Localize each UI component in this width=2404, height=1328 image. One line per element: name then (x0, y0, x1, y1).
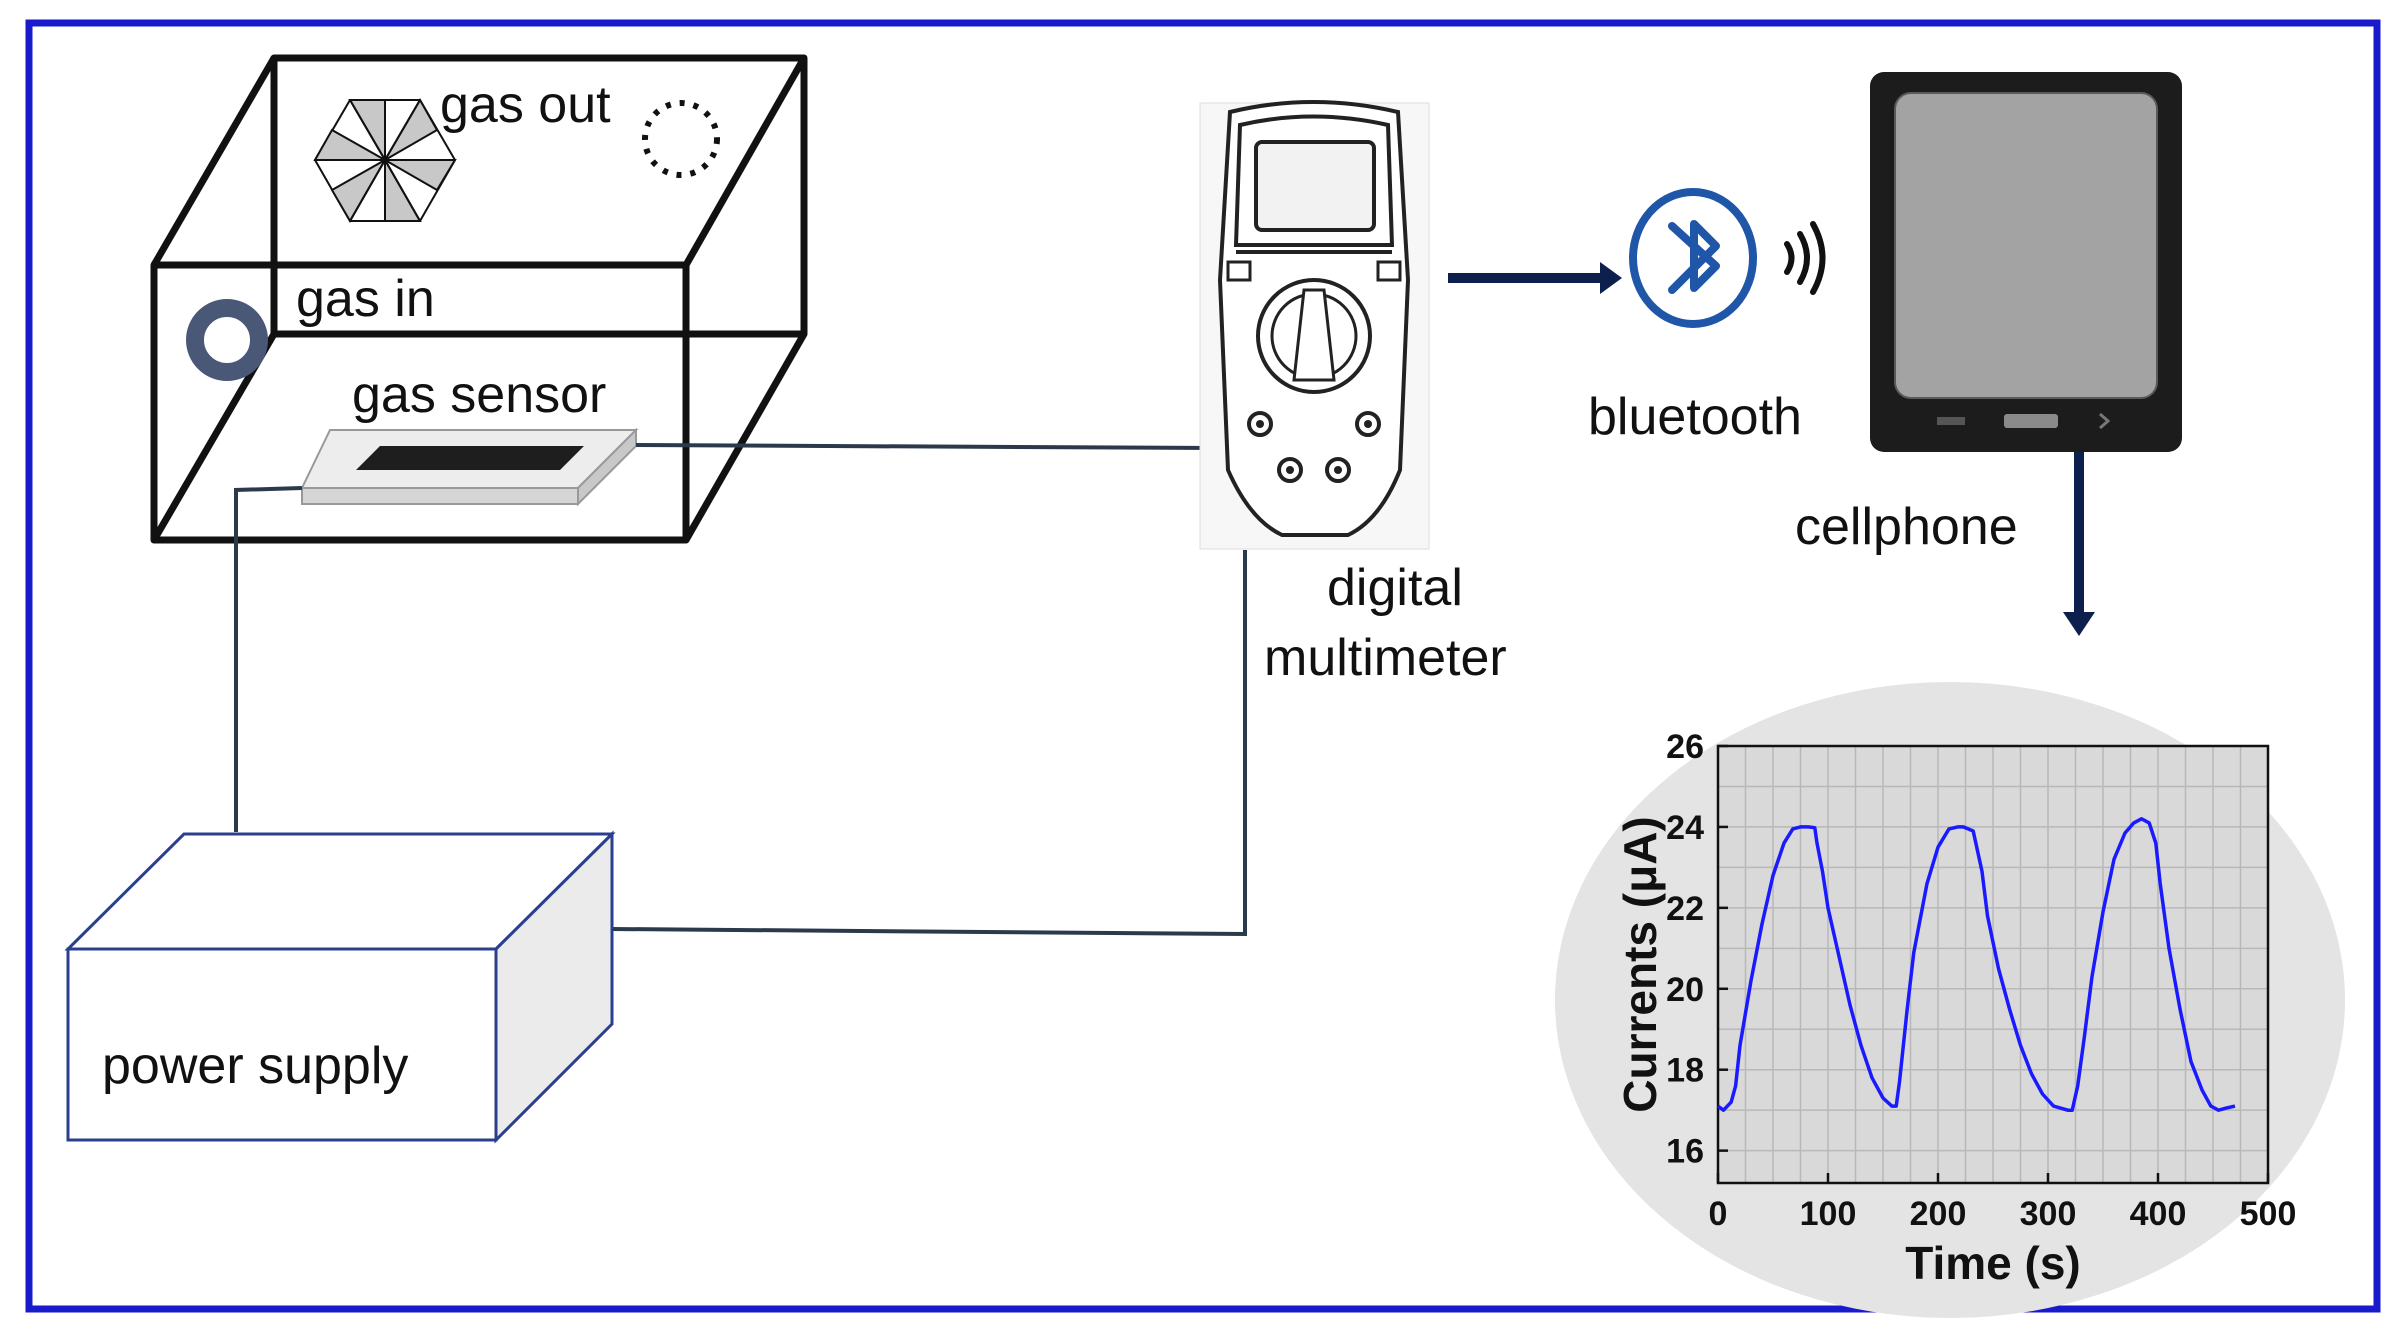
wire-sensor-psu (234, 486, 303, 832)
cellphone-icon (1870, 72, 2182, 452)
chart-y-tick-label: 22 (1666, 890, 1704, 928)
multimeter-icon (1199, 100, 1430, 550)
sensor-film (356, 446, 584, 470)
arrow-to-chart (2063, 452, 2095, 636)
chart-series-line (1716, 817, 2236, 1112)
gas-in-port (186, 299, 268, 381)
chamber-edge-tr (682, 56, 808, 267)
wires (234, 443, 1247, 937)
chart-x-tick-label: 100 (1800, 1195, 1857, 1233)
chart-x-tick-label: 500 (2240, 1195, 2297, 1233)
chart-x-axis-label: Time (s) (1905, 1237, 2081, 1289)
bluetooth-icon (1629, 188, 1757, 328)
chamber-edge-br (682, 332, 808, 542)
gas-sensor-label: gas sensor (352, 366, 606, 424)
gas-in-label: gas in (296, 270, 435, 328)
cellphone-label: cellphone (1795, 498, 2018, 556)
chart-x-tick-label: 200 (1910, 1195, 1967, 1233)
power-supply-label: power supply (102, 1037, 408, 1095)
bluetooth-label: bluetooth (1588, 388, 1802, 446)
chamber-edge-tl (150, 56, 278, 267)
chart-y-tick-label: 18 (1666, 1052, 1704, 1090)
chart-y-tick-label: 20 (1666, 971, 1704, 1009)
gas-chamber (150, 54, 808, 544)
chart-y-tick-label: 16 (1666, 1133, 1704, 1171)
gas-sensor (300, 427, 639, 507)
chart-x-tick-label: 300 (2020, 1195, 2077, 1233)
chart-x-tick-label: 0 (1709, 1195, 1728, 1233)
fan-icon (313, 97, 457, 224)
power-supply (64, 830, 616, 1144)
chart-y-tick-label: 24 (1666, 809, 1704, 847)
wire-sensor-meter (635, 443, 1216, 450)
digital-label: digital (1327, 559, 1463, 617)
chart-y-tick-label: 26 (1666, 728, 1704, 766)
gas-out-label: gas out (440, 76, 611, 134)
arrow-to-bluetooth (1448, 262, 1622, 294)
chart-x-tick-label: 400 (2130, 1195, 2187, 1233)
gas-out-port (642, 100, 720, 178)
outer-frame (25, 19, 2381, 1313)
multimeter-label: multimeter (1264, 629, 1507, 687)
wire-psu-meter (611, 550, 1247, 937)
chart-frame (1716, 744, 2270, 1185)
chart-y-axis-label: Currents (μA) (1614, 816, 1666, 1112)
wireless-signal-icon (1784, 221, 1826, 295)
